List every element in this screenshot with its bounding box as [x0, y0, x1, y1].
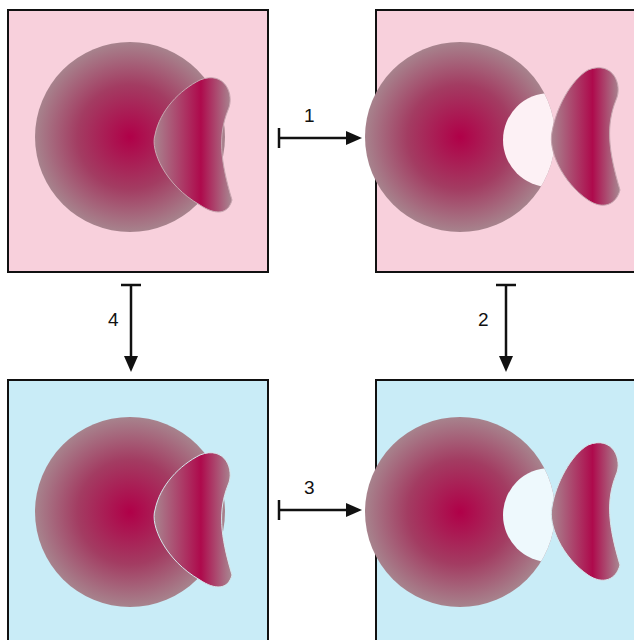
crescent — [551, 68, 620, 205]
arrowhead — [346, 131, 362, 145]
arrow-shaft — [279, 509, 350, 512]
arrow-tail — [496, 284, 516, 287]
panel — [8, 380, 268, 640]
callout-number: 2 — [478, 310, 489, 329]
panel-ground — [8, 10, 268, 272]
panel — [365, 10, 634, 272]
arrow-shaft — [279, 137, 350, 140]
arrow-tail — [278, 128, 281, 148]
crescent — [154, 78, 232, 212]
arrow-tail — [278, 500, 281, 520]
panel-ground — [8, 380, 268, 640]
crescent — [551, 443, 620, 580]
arrowhead — [499, 356, 513, 372]
arrow-tail — [121, 284, 141, 287]
callout-number: 1 — [304, 106, 315, 125]
panel — [8, 10, 268, 272]
arrows — [121, 128, 516, 520]
arrow-shaft — [130, 285, 133, 358]
arrow-shaft — [505, 285, 508, 358]
arrowheads — [124, 131, 513, 517]
callout-number: 4 — [108, 310, 119, 329]
arrowhead — [124, 356, 138, 372]
panel — [365, 380, 634, 640]
crescent — [154, 453, 232, 587]
arrowhead — [346, 503, 362, 517]
callout-number: 3 — [304, 478, 315, 497]
